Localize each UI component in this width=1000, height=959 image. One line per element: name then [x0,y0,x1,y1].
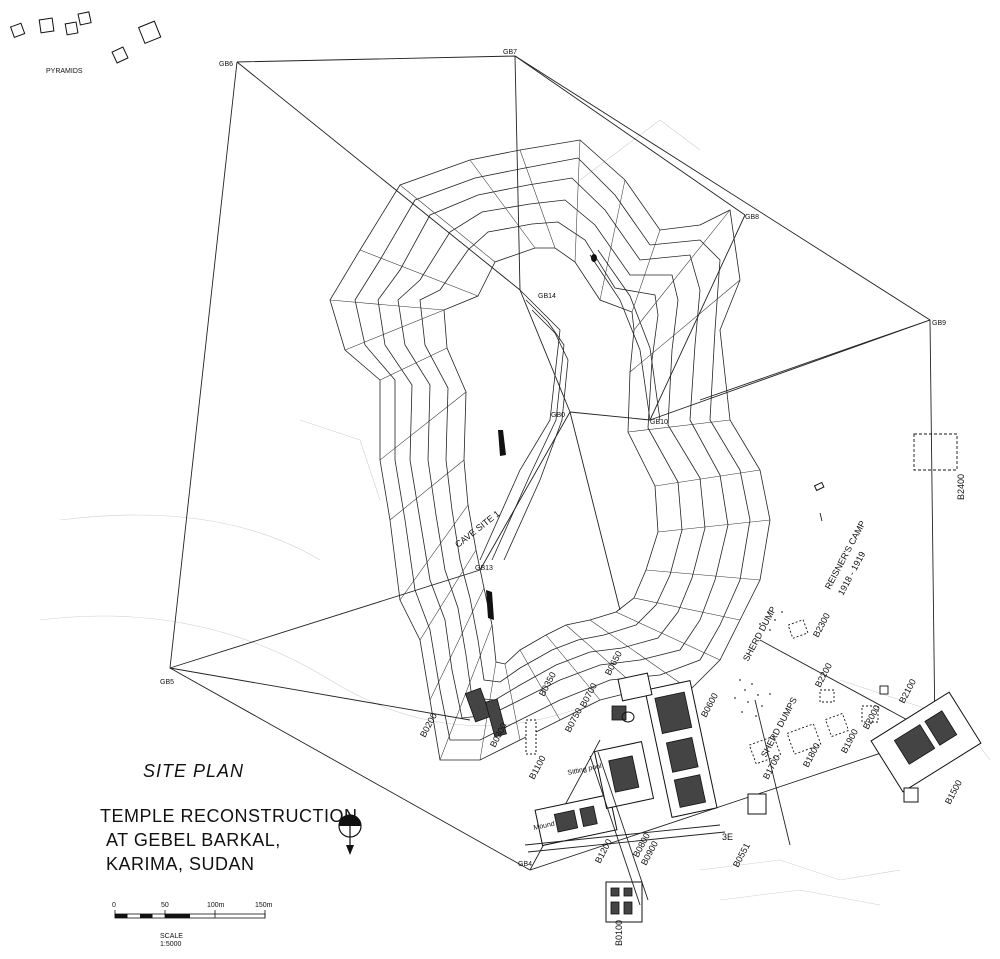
label-b2000: B2000 [861,703,882,731]
structure-b1900 [824,712,850,738]
structure-b2400 [913,433,958,471]
structure-b2200 [819,689,835,703]
title-line-2: AT GEBEL BARKAL, [106,830,281,850]
label-b0650: B0650 [603,649,624,677]
pyramid-6 [137,20,162,44]
label-sherd-dump: SHERD DUMP [741,605,778,663]
label-b0600: B0600 [699,691,720,719]
rock-face-mark [498,430,506,456]
label-b2400: B2400 [956,474,966,500]
background-survey-ghost [39,119,991,906]
label-b0100: B0100 [614,920,624,946]
title-block: SITE PLAN TEMPLE RECONSTRUCTION AT GEBEL… [100,761,358,874]
label-b1900: B1900 [839,727,860,755]
point-gb0: GB0 [551,412,565,419]
label-b1500: B1500 [943,778,964,806]
label-mound: Mound [533,821,555,832]
scale-tick-0: 0 [112,902,116,909]
point-gb4: GB4 [518,861,532,868]
pyramid-5 [111,46,129,64]
point-gb9: GB9 [932,320,946,327]
scale-label: SCALE [160,933,183,940]
point-gb6: GB6 [219,61,233,68]
point-gb14: GB14 [538,293,556,300]
label-b0551: B0551 [731,841,752,869]
title-line-3: KARIMA, SUDAN [106,854,255,874]
structure-b2100 [879,685,889,695]
structure-b1800 [786,723,822,755]
temple-b1100 [525,719,537,755]
structure-b2300 [787,619,809,639]
label-b2300: B2300 [811,611,832,639]
point-gb8: GB8 [745,214,759,221]
point-gb5: GB5 [160,679,174,686]
cave-site-label: CAVE SITE 1 [453,509,502,550]
camp-marker [813,481,825,492]
sherd-dumps-stipple [734,611,783,717]
point-gb10: GB10 [650,419,668,426]
temple-complex: B0100 [464,611,982,946]
structure-b1700 [748,735,782,765]
temple-b0300 [485,698,507,738]
label-3e: 3E [722,832,733,842]
north-arrow-icon [346,845,354,855]
temple-b0551 [747,793,767,815]
label-b1800: B1800 [801,741,822,769]
scale-tick-100: 100m [207,902,225,909]
rock-face-mark-2 [486,590,494,620]
label-sitting-pool: Sitting pool [567,763,603,777]
site-plan-title: SITE PLAN [143,761,244,781]
label-b0750: B0750 [563,706,584,734]
scale-tick-150: 150m [255,902,273,909]
pyramid-3 [64,21,79,36]
scale-bar: 0 50 100m 150m SCALE 1:5000 [112,902,273,948]
structure-b2400-group: B2400 [913,433,966,500]
label-b2200: B2200 [813,661,834,689]
label-b0350: B0350 [537,670,558,698]
title-line-1: TEMPLE RECONSTRUCTION [100,806,358,826]
survey-point-labels: GB6 GB7 GB8 GB9 GB14 GB0 GB10 GB13 GB5 G… [160,49,946,868]
pyramid-4 [77,11,92,26]
pyramids-group: PYRAMIDS [9,11,162,75]
gebel-barkal-contours [329,139,771,761]
pyramids-label: PYRAMIDS [46,68,83,75]
reisners-camp: REISNER'S CAMP 1918 - 1919 [813,481,868,597]
structure-b2000 [861,705,879,723]
pyramid-2 [38,17,55,34]
label-b1200: B1200 [593,837,614,865]
cave-mark [591,254,597,262]
pyramid-1 [9,22,26,38]
north-arrow [338,814,362,855]
scale-tick-50: 50 [161,902,169,909]
point-gb7: GB7 [503,49,517,56]
label-b2100: B2100 [897,677,918,705]
temple-b0700 [617,672,653,702]
point-gb13: GB13 [475,565,493,572]
label-b1100: B1100 [527,754,548,781]
scale-ratio: 1:5000 [160,941,182,948]
